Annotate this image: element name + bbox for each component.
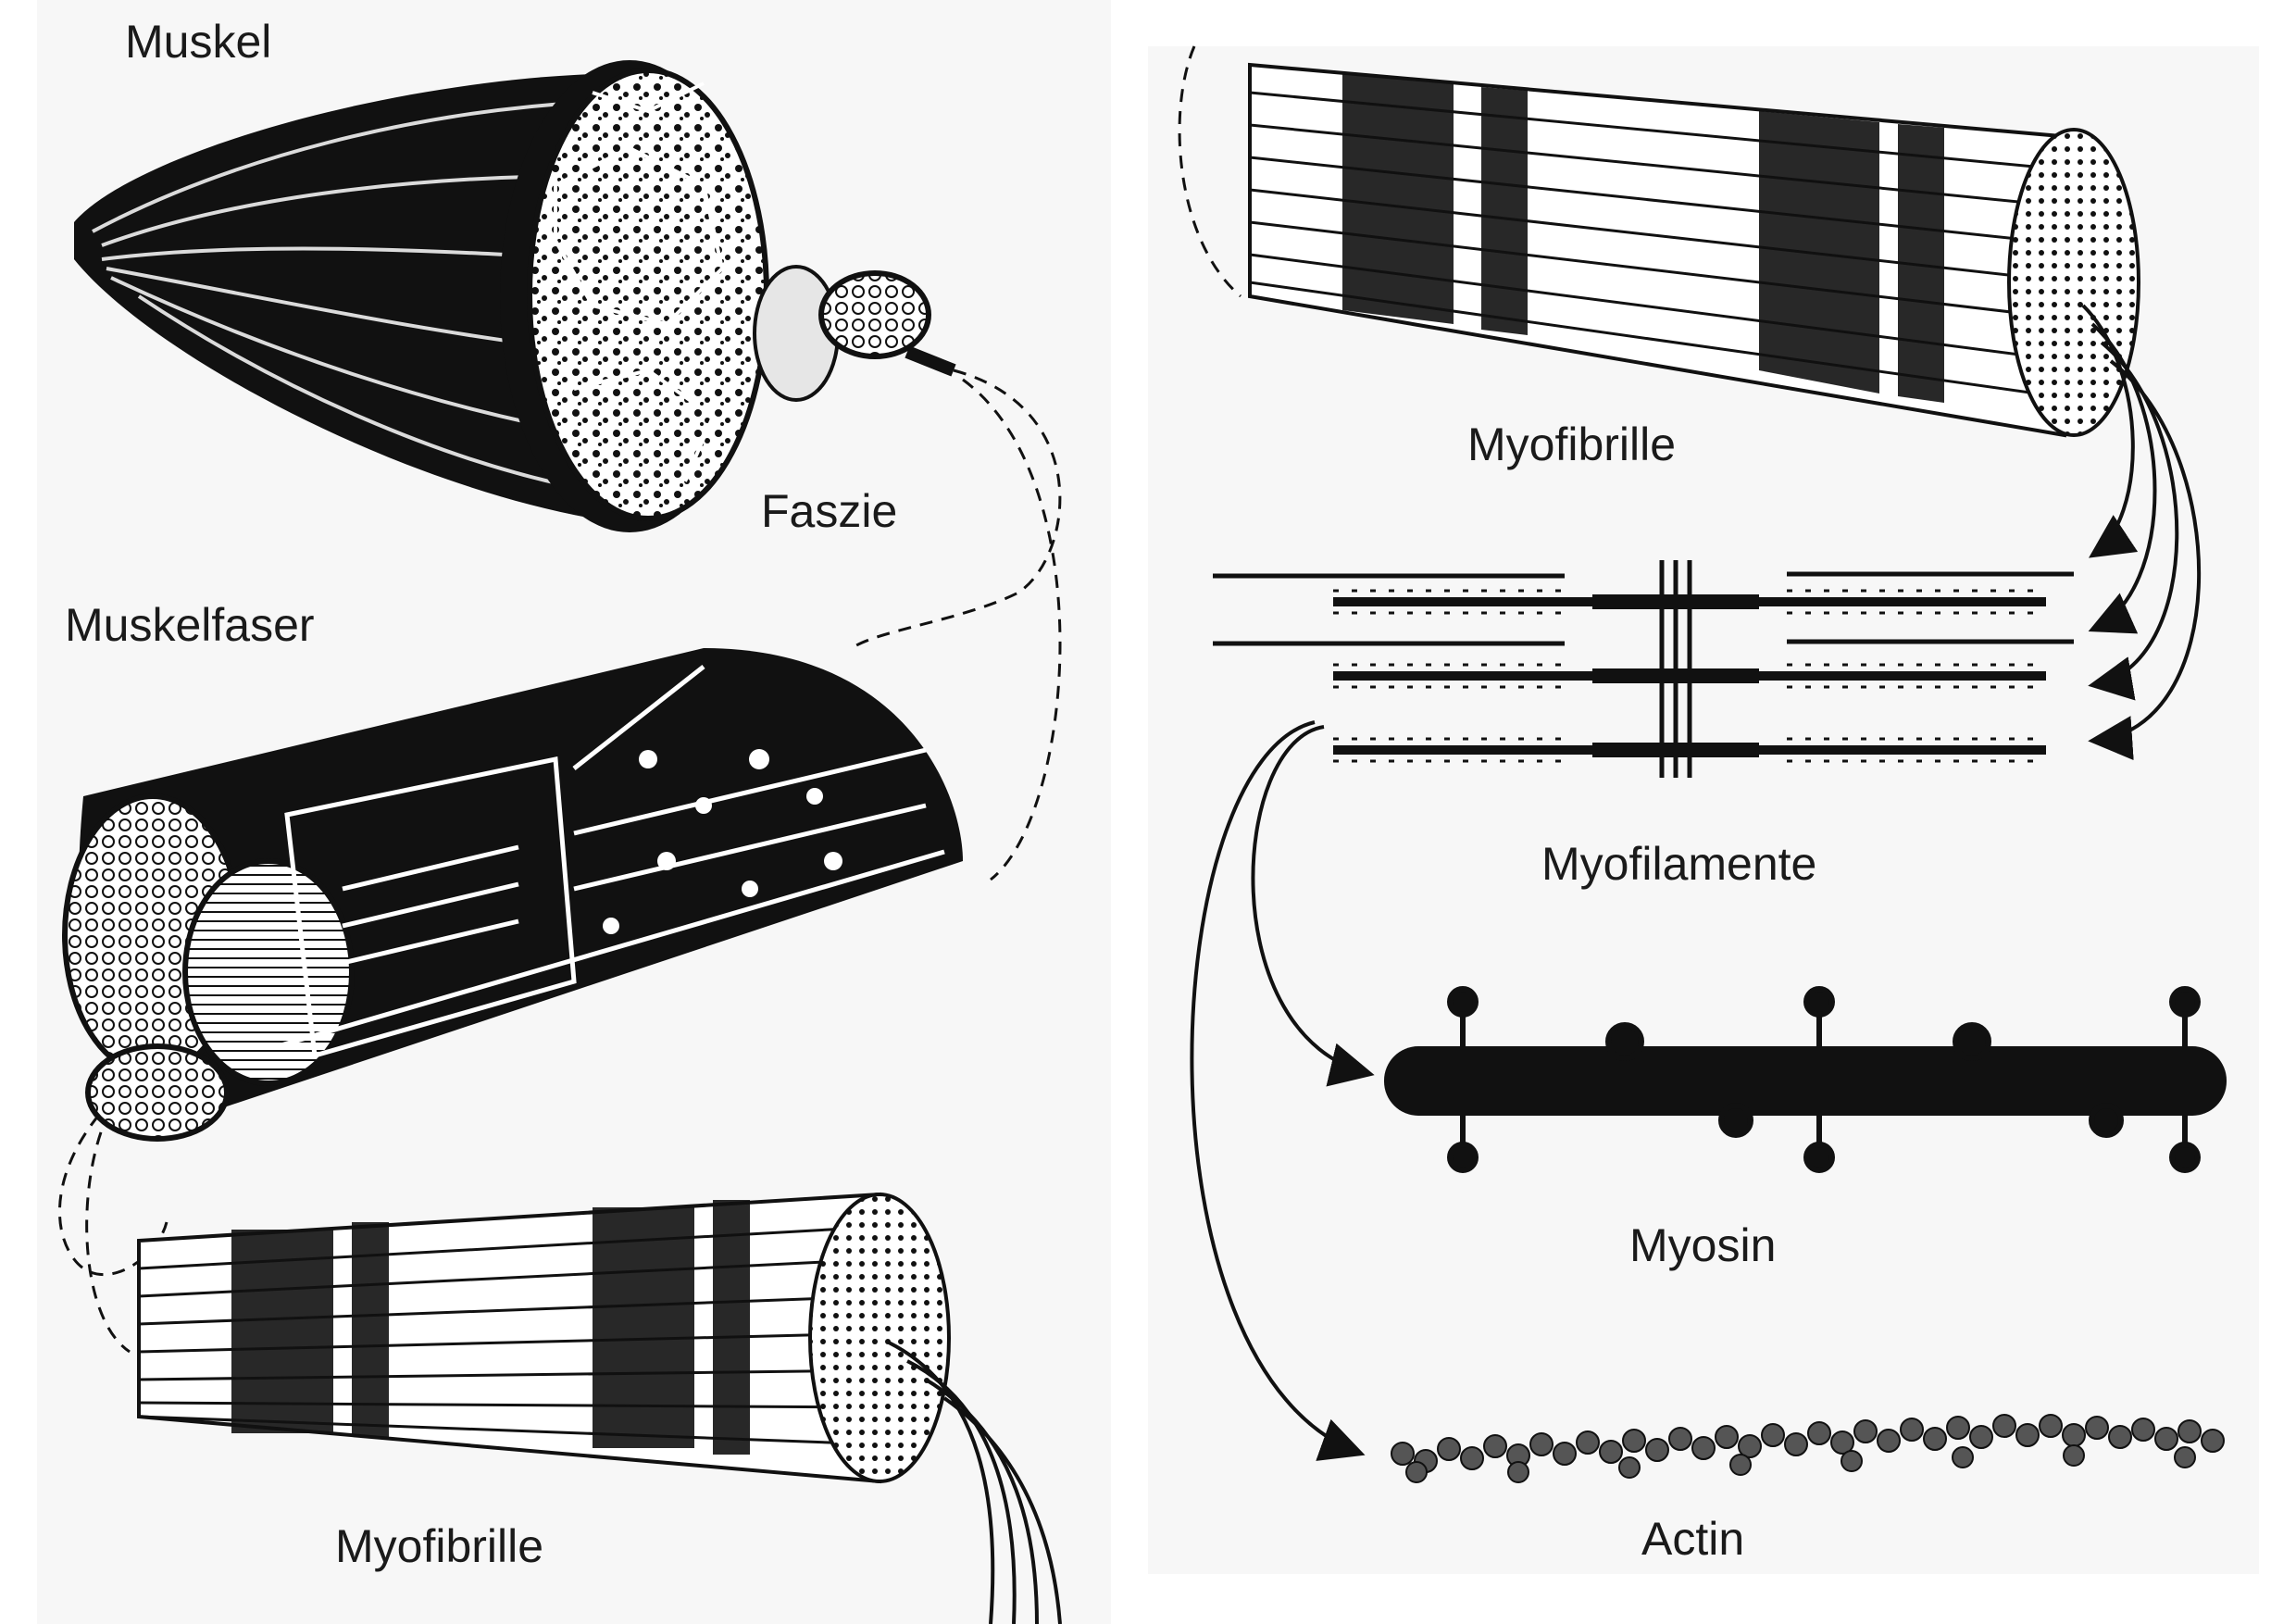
- myosin-illustration: [1384, 986, 2227, 1173]
- muscle-illustration: [74, 60, 956, 532]
- label-actin: Actin: [1641, 1513, 1745, 1565]
- label-muskelfaser: Muskelfaser: [65, 599, 315, 651]
- muscle-fibre-illustration: [62, 648, 964, 1142]
- myofibril-right-illustration: [1248, 62, 2202, 760]
- actin-illustration: [1391, 1414, 2225, 1483]
- myofilament-illustration: [1190, 560, 2074, 1461]
- label-myofibrille-right: Myofibrille: [1467, 418, 1677, 470]
- myofibril-left-illustration: [137, 1192, 1062, 1624]
- label-myosin: Myosin: [1629, 1219, 1777, 1271]
- label-faszie: Faszie: [761, 485, 898, 537]
- label-myofibrille-left: Myofibrille: [335, 1520, 544, 1572]
- label-myofilamente: Myofilamente: [1541, 838, 1817, 890]
- label-muskel: Muskel: [125, 16, 272, 68]
